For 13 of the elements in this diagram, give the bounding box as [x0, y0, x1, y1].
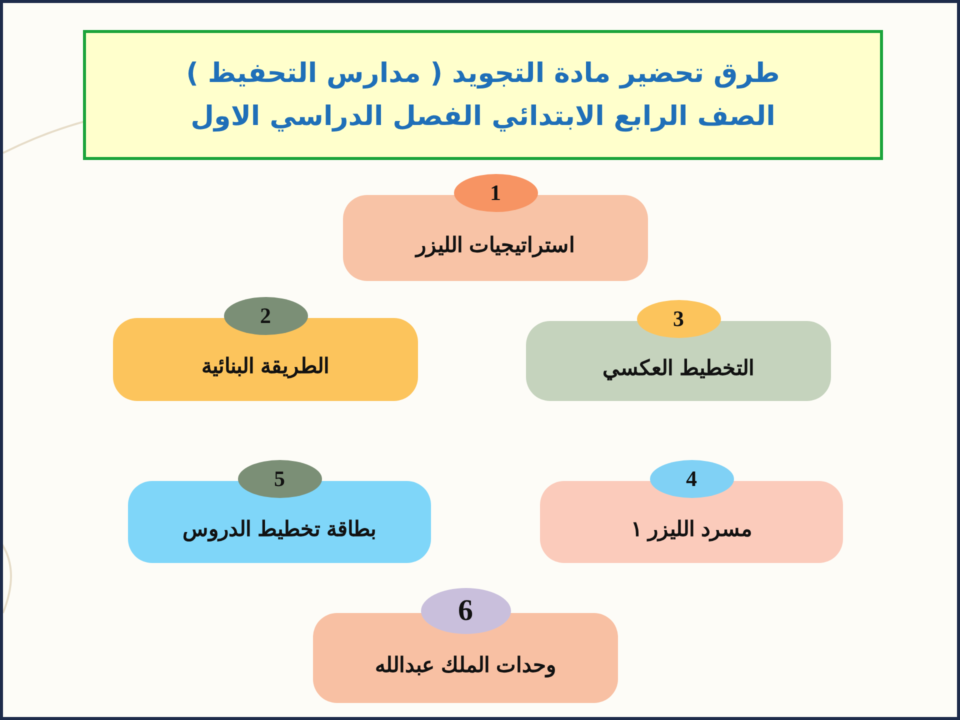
- step-label: الطريقة البنائية: [202, 354, 330, 379]
- step-number: 1: [454, 174, 538, 212]
- step-number: 6: [420, 588, 510, 634]
- step-label: وحدات الملك عبدالله: [375, 652, 556, 678]
- step-number: 5: [238, 460, 322, 498]
- title: طرق تحضير مادة التجويد ( مدارس التحفيظ ) الصف الرابع الابتدائي الفصل الدراسي الاول: [185, 56, 781, 134]
- step-label: استراتيجيات الليزر: [416, 232, 575, 258]
- step-label: التخطيط العكسي: [602, 356, 754, 380]
- step-label: مسرد الليزر ١: [631, 516, 752, 542]
- step-label: بطاقة تخطيط الدروس: [182, 516, 376, 542]
- step-number: 3: [636, 300, 720, 338]
- step-number: 2: [224, 297, 308, 335]
- step-number: 4: [650, 460, 734, 498]
